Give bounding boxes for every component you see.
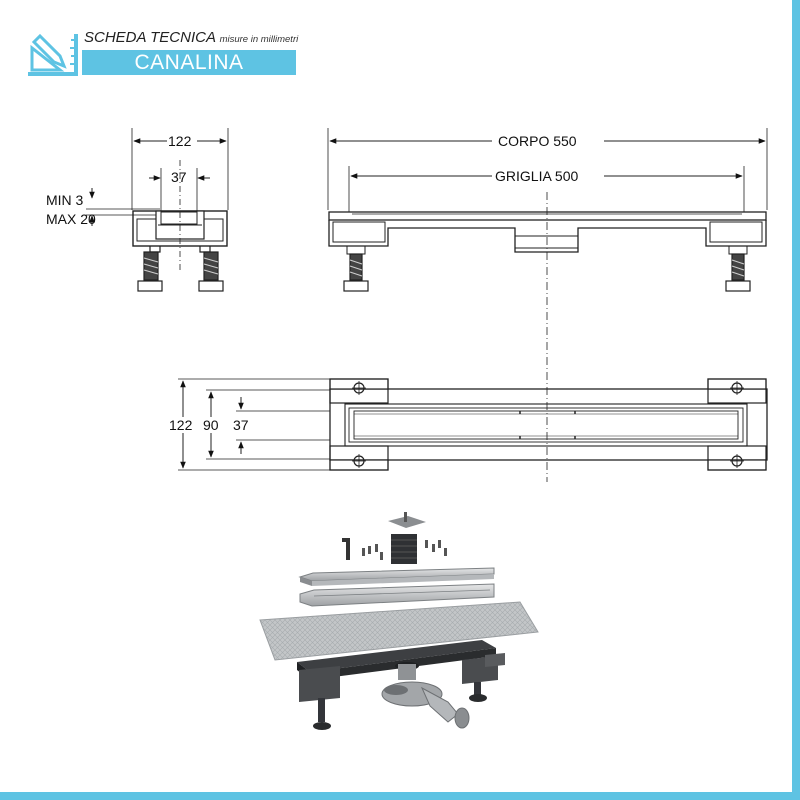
sheet-subtitle: misure in millimetri bbox=[219, 34, 299, 45]
front-view bbox=[327, 128, 768, 482]
sheet-title: SCHEDA TECNICA misure in millimetri bbox=[84, 29, 298, 46]
section-min-label: MIN 3 bbox=[46, 192, 84, 208]
section-max-label: MAX 20 bbox=[46, 211, 96, 227]
accent-border-bottom bbox=[0, 792, 800, 800]
exploded-view bbox=[259, 512, 539, 730]
section-inner-width-label: 37 bbox=[171, 169, 187, 185]
top-middle-label: 90 bbox=[203, 417, 219, 433]
section-width-label: 122 bbox=[168, 133, 192, 149]
siphon bbox=[381, 681, 470, 729]
ruler-pencil-icon bbox=[28, 33, 78, 76]
waterproof-membrane bbox=[259, 601, 539, 661]
product-name: CANALINA bbox=[82, 50, 296, 75]
top-inner-label: 37 bbox=[233, 417, 249, 433]
section-view bbox=[86, 128, 229, 292]
fixing-screws bbox=[342, 538, 447, 560]
top-view bbox=[172, 378, 768, 471]
frame bbox=[299, 583, 495, 607]
grate bbox=[298, 567, 495, 586]
grate-length-label: GRIGLIA 500 bbox=[495, 168, 578, 184]
body-length-label: CORPO 550 bbox=[498, 133, 577, 149]
adjustable-feet bbox=[299, 653, 505, 730]
accent-border-right bbox=[792, 0, 800, 800]
top-width-label: 122 bbox=[169, 417, 193, 433]
sheet-title-text: SCHEDA TECNICA bbox=[84, 29, 216, 46]
trap-insert bbox=[388, 512, 426, 564]
